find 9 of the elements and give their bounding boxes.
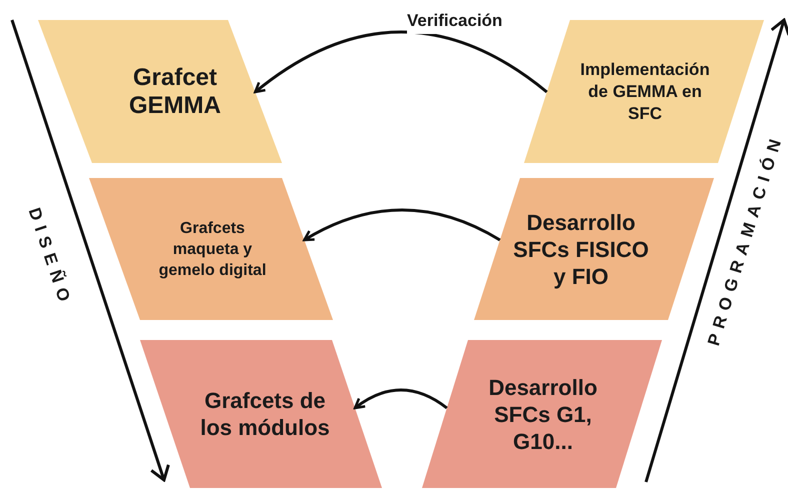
node-text: Desarrollo SFCs G1, G10... [488,374,598,454]
node-text: Grafcets de los módulos [199,387,331,441]
curved-arrow [254,30,548,94]
node-text: Grafcets maqueta y gemelo digital [158,218,268,280]
node-text: Desarrollo SFCs FISICO y FIO [512,208,650,290]
node-text: Grafcet GEMMA [128,64,222,120]
curved-arrow [303,208,501,242]
node-text: Implementación de GEMMA en SFC [579,58,711,124]
curved-arrow [354,388,448,410]
